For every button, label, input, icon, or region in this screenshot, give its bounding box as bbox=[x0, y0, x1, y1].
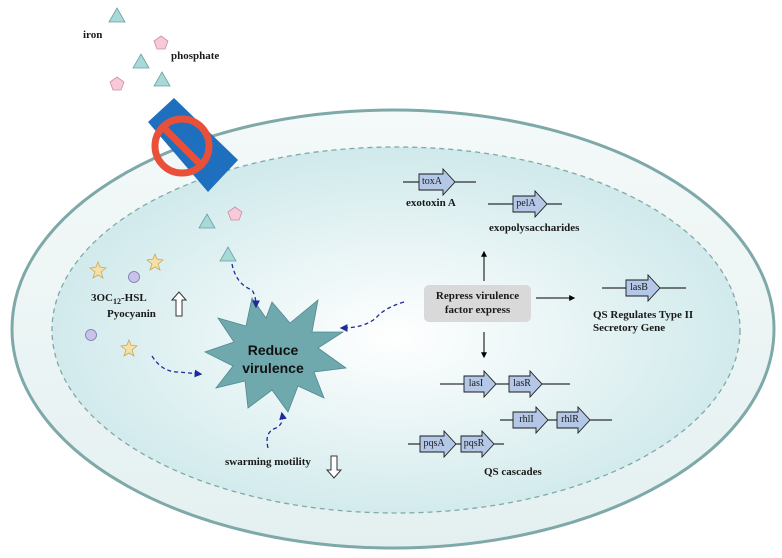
gene-label-rhlI: rhlI bbox=[519, 414, 534, 425]
gene-arrow-pqsA bbox=[419, 429, 457, 459]
gene-label-pelA: pelA bbox=[516, 198, 536, 209]
gene-arrow-lasB bbox=[625, 273, 661, 303]
circle-icon bbox=[85, 329, 97, 341]
blocked-receptor bbox=[148, 98, 238, 192]
star-icon bbox=[89, 260, 107, 279]
no-entry-icon bbox=[151, 115, 213, 177]
gene-arrow-rhlI bbox=[512, 405, 549, 435]
hsl-subscript: 12 bbox=[113, 297, 121, 307]
reduce-line-2: virulence bbox=[242, 359, 304, 376]
gene-arrow-lasI bbox=[463, 369, 497, 399]
qs-type2-line-1: QS Regulates Type II bbox=[593, 309, 694, 321]
triangle-icon bbox=[219, 246, 237, 262]
arrow-repress-to-virulence bbox=[339, 301, 405, 332]
gene-label-lasI: lasI bbox=[468, 378, 484, 389]
gene-label-pqsA: pqsA bbox=[423, 438, 445, 449]
triangle-icon bbox=[198, 213, 216, 229]
repress-line-2: factor express bbox=[444, 303, 511, 316]
reduce-virulence-burst bbox=[203, 297, 348, 413]
pentagon-icon bbox=[109, 76, 125, 91]
circle-icon bbox=[128, 271, 140, 283]
down-arrow-icon bbox=[325, 455, 343, 479]
arrow-molecules-to-virulence bbox=[231, 263, 260, 309]
gene-arrow-pelA bbox=[512, 189, 548, 219]
qs-type2-line-2: Secretory Gene bbox=[593, 322, 666, 335]
label-exotoxin-a: exotoxin A bbox=[406, 197, 456, 209]
gene-label-rhlR: rhlR bbox=[561, 414, 579, 425]
gene-label-lasB: lasB bbox=[630, 282, 648, 293]
label-iron: iron bbox=[83, 29, 103, 41]
triangle-icon bbox=[108, 7, 126, 23]
label-qs-type2: QS Regulates Type II Secretory Gene bbox=[593, 309, 693, 335]
arrow-signals-to-virulence bbox=[151, 355, 203, 378]
label-pyocyanin: Pyocyanin bbox=[107, 308, 156, 320]
pentagon-icon bbox=[227, 206, 243, 221]
repress-line-1: Repress virulence bbox=[435, 289, 520, 302]
gene-label-lasR: lasR bbox=[513, 378, 531, 389]
triangle-icon bbox=[153, 71, 171, 87]
hsl-prefix: 3OC bbox=[91, 292, 113, 304]
gene-arrow-toxA bbox=[418, 167, 456, 197]
arrow-swarming-to-virulence bbox=[266, 411, 287, 449]
hsl-suffix: -HSL bbox=[121, 292, 147, 304]
gene-label-pqsR: pqsR bbox=[463, 438, 485, 449]
gene-arrow-rhlR bbox=[556, 405, 591, 435]
triangle-icon bbox=[132, 53, 150, 69]
gene-arrow-lasR bbox=[508, 369, 543, 399]
star-icon bbox=[146, 252, 164, 271]
reduce-line-1: Reduce bbox=[247, 342, 299, 358]
label-qs-cascades: QS cascades bbox=[484, 466, 542, 478]
gene-arrow-pqsR bbox=[460, 429, 495, 459]
gene-label-toxA: toxA bbox=[422, 176, 442, 187]
repress-virulence-box: Repress virulence factor express bbox=[424, 285, 531, 322]
reduce-virulence-label: Reduce virulence bbox=[238, 342, 308, 377]
label-swarming-motility: swarming motility bbox=[225, 456, 311, 468]
pentagon-icon bbox=[153, 35, 169, 50]
label-exopolysaccharides: exopolysaccharides bbox=[489, 222, 580, 234]
star-icon bbox=[120, 338, 138, 357]
up-arrow-icon bbox=[170, 291, 188, 317]
label-phosphate: phosphate bbox=[171, 50, 220, 62]
label-3oc12-hsl: 3OC12-HSL bbox=[91, 292, 147, 307]
